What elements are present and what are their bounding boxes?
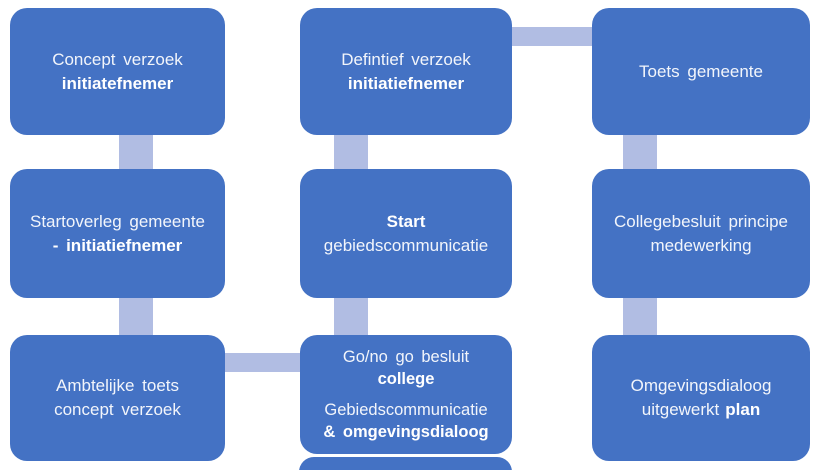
flow-box-line: Toets gemeente [639,61,763,81]
connector-col2-row2-row3 [334,296,368,337]
connector-col3-row1-row2 [623,132,657,172]
flow-box-line: Concept verzoek [52,49,183,69]
flow-box-line: initiatefnemer [61,73,174,93]
flow-box-line: & omgevingsdialoog [323,423,489,441]
flow-box-line-part: uitgewerkt [641,400,720,419]
flow-box-ambtelijke-toets: Ambtelijke toets concept verzoek [10,335,225,461]
flow-box-next-step-partial [299,457,512,470]
flow-box-omgevingsdialoog: Omgevingsdialoog uitgewerkt plan [592,335,810,461]
connector-ambtelijke-toets-to-go-no-go [221,353,303,372]
flow-box-line: - initiatiefnemer [52,235,183,255]
flow-box-line: concept verzoek [54,400,181,419]
flow-box-line: Collegebesluit principe [613,211,789,231]
flow-box-line: initiatiefnemer [347,73,465,93]
flow-box-line: Defintief verzoek [341,49,471,69]
flow-box-line: medewerking [650,235,752,255]
connector-col2-row1-row2 [334,132,368,172]
flow-box-collegebesluit-principe: Collegebesluit principe medewerking [592,169,810,298]
connector-definitief-verzoek-to-toets-gemeente [509,27,595,46]
connector-col3-row2-row3 [623,296,657,337]
flow-box-concept-verzoek: Concept verzoek initiatefnemer [10,8,225,135]
flow-box-line: Startoverleg gemeente [30,211,205,231]
flow-box-line: uitgewerkt plan [642,398,760,422]
flow-box-line: Go/no go besluit [342,348,470,366]
flow-box-line: college [377,370,435,388]
connector-col1-row1-row2 [119,132,153,172]
flow-box-startoverleg-gemeente: Startoverleg gemeente - initiatiefnemer [10,169,225,298]
flow-box-toets-gemeente: Toets gemeente [592,8,810,135]
flow-box-line: gebiedscommunicatie [323,235,489,255]
flow-box-line: Gebiedscommunicatie [324,401,488,419]
flow-box-line: Start [386,211,426,231]
flow-box-go-no-go-besluit: Go/no go besluit college Gebiedscommunic… [300,335,512,454]
flow-box-line-part: plan [725,400,761,419]
flow-box-line: Ambtelijke toets [56,376,179,395]
connector-col1-row2-row3 [119,296,153,337]
flow-box-definitief-verzoek: Defintief verzoek initiatiefnemer [300,8,512,135]
flow-box-start-gebiedscommunicatie: Start gebiedscommunicatie [300,169,512,298]
flow-box-line: Omgevingsdialoog [630,376,772,395]
